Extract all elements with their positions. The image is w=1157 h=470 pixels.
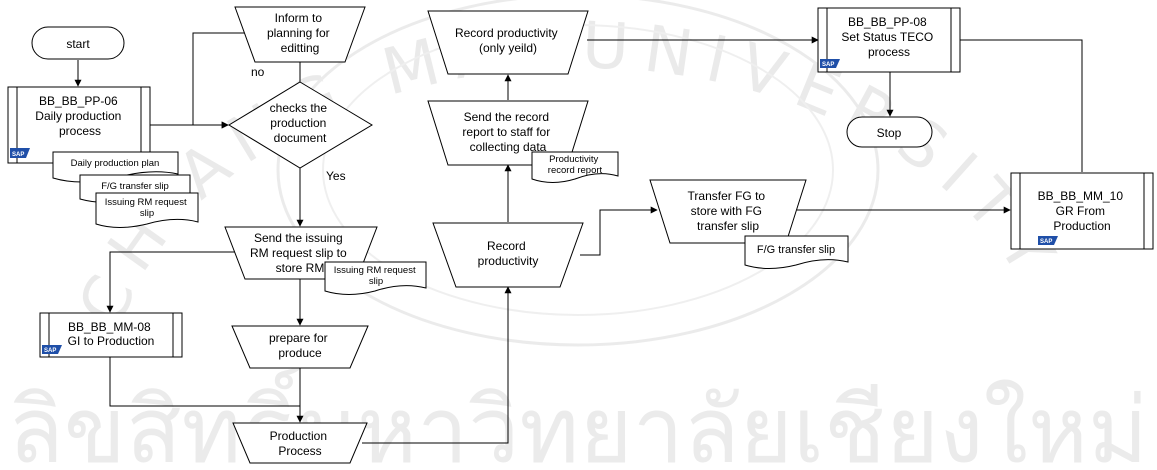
checks-decision: checks the production document <box>228 81 373 169</box>
svg-text:F/G transfer slip: F/G transfer slip <box>101 181 169 192</box>
record-productivity-step: Record productivity <box>432 222 584 288</box>
start-terminator: start <box>31 26 125 60</box>
svg-text:BB_BB_PP-06 Daily produc: BB_BB_PP-06 Daily production process <box>35 94 124 138</box>
no-label: no <box>251 65 265 79</box>
sap-logo-icon: SAP <box>1038 236 1058 245</box>
svg-text:checks the production: checks the production document <box>270 101 331 145</box>
svg-text:SAP: SAP <box>12 152 24 158</box>
doc-fg-transfer-slip-2: F/G transfer slip <box>744 235 849 269</box>
svg-text:Production Process: Production Process <box>270 429 331 458</box>
svg-text:BB_BB_PP-08 Set Status T: BB_BB_PP-08 Set Status TECO process <box>841 15 936 59</box>
pp06-process: BB_BB_PP-06 Daily production process SAP <box>7 86 151 164</box>
svg-text:Issuing RM request slip: Issuing RM request slip <box>105 197 189 219</box>
watermark-thai-text: ลิขสิทธิ์มหาวิทยาลัยเชียงใหม่ <box>8 364 1148 470</box>
svg-text:Issuing RM request slip: Issuing RM request slip <box>334 265 418 287</box>
svg-text:Inform to planning for: Inform to planning for editting <box>267 11 333 55</box>
pp06-line-3: process <box>59 124 101 138</box>
sap-logo-icon: SAP <box>42 345 62 354</box>
doc-productivity-record-report: Productivity record report <box>531 151 619 183</box>
stop-terminator: Stop <box>846 116 933 148</box>
production-process-step: Production Process <box>232 422 368 464</box>
yes-label: Yes <box>326 169 346 183</box>
svg-text:BB_BB_MM-08 GI to Produc: BB_BB_MM-08 GI to Production <box>68 320 155 348</box>
svg-text:SAP: SAP <box>44 348 56 354</box>
stop-label: Stop <box>877 126 902 140</box>
svg-text:Productivity record repo: Productivity record report <box>548 154 603 176</box>
doc-issuing-rm-request-2: Issuing RM request slip <box>324 261 427 295</box>
doc-issuing-rm-request-1: Issuing RM request slip <box>95 192 199 228</box>
pp06-line-2: Daily production <box>35 109 121 123</box>
pp06-line-1: BB_BB_PP-06 <box>39 94 118 108</box>
inform-planning-step: Inform to planning for editting <box>234 6 366 63</box>
svg-text:prepare for produce: prepare for produce <box>269 331 331 360</box>
svg-text:SAP: SAP <box>822 62 834 68</box>
record-yield-step: Record productivity (only yeild) <box>427 10 589 75</box>
transfer-fg-step: Transfer FG to store with FG transfer sl… <box>649 179 807 244</box>
svg-text:BB_BB_MM_10 GR From: BB_BB_MM_10 GR From Production <box>1038 189 1127 233</box>
svg-text:Transfer FG to store wit: Transfer FG to store with FG transfer sl… <box>688 189 769 233</box>
send-record-report-step: Send the record report to staff for coll… <box>427 100 589 166</box>
svg-text:Record productivity: Record productivity <box>478 239 539 268</box>
svg-text:SAP: SAP <box>1040 239 1052 245</box>
svg-text:F/G transfer slip: F/G transfer slip <box>757 244 835 256</box>
mm08-process: BB_BB_MM-08 GI to Production SAP <box>39 312 183 358</box>
svg-text:Send the issuing RM requ: Send the issuing RM request slip to stor… <box>250 231 350 275</box>
svg-text:Record productivity (onl: Record productivity (only yeild) <box>455 26 561 55</box>
prepare-step: prepare for produce <box>231 325 369 369</box>
sap-logo-icon: SAP <box>820 59 840 68</box>
pp08-process: BB_BB_PP-08 Set Status TECO process SAP <box>817 7 961 73</box>
sap-logo-icon: SAP <box>10 148 30 158</box>
svg-text:Send the record report t: Send the record report to staff for coll… <box>462 110 553 154</box>
mm10-process: BB_BB_MM_10 GR From Production SAP <box>1010 172 1154 250</box>
start-label: start <box>66 37 90 51</box>
svg-text:Daily production plan: Daily production plan <box>71 158 160 169</box>
